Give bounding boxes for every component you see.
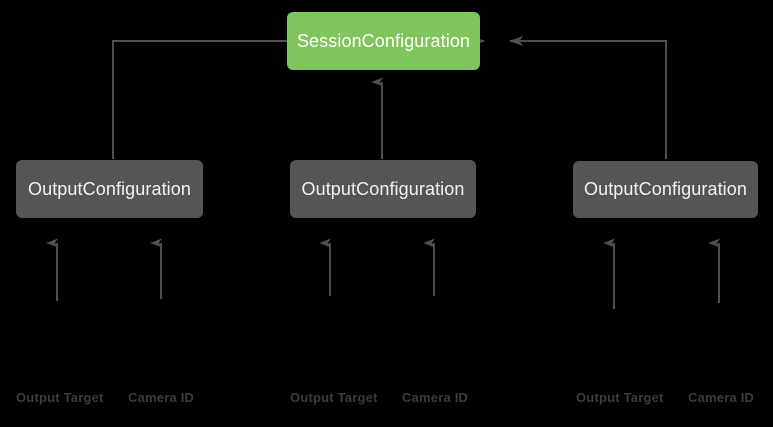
node-output-configuration-1-label: OutputConfiguration <box>27 178 191 199</box>
leaf-label-output-target-2: Output Target <box>290 390 378 405</box>
leaf-label-camera-id-3: Camera ID <box>688 390 755 405</box>
node-output-configuration-1[interactable]: OutputConfiguration <box>16 160 203 218</box>
node-session-configuration-label: SessionConfiguration <box>296 30 471 51</box>
node-output-configuration-2-label: OutputConfiguration <box>301 178 465 199</box>
leaf-label-output-target-1: Output Target <box>16 390 104 405</box>
edge-output3-to-session <box>509 36 667 159</box>
node-session-configuration[interactable]: SessionConfiguration <box>287 12 480 70</box>
node-output-configuration-3-label: OutputConfiguration <box>583 179 747 199</box>
leaf-label-output-target-3: Output Target <box>576 390 664 405</box>
leaf-label-camera-id-1: Camera ID <box>128 390 195 405</box>
leaf-label-camera-id-2: Camera ID <box>402 390 469 405</box>
node-output-configuration-3[interactable]: OutputConfiguration <box>573 161 758 218</box>
node-output-configuration-2[interactable]: OutputConfiguration <box>290 160 476 218</box>
